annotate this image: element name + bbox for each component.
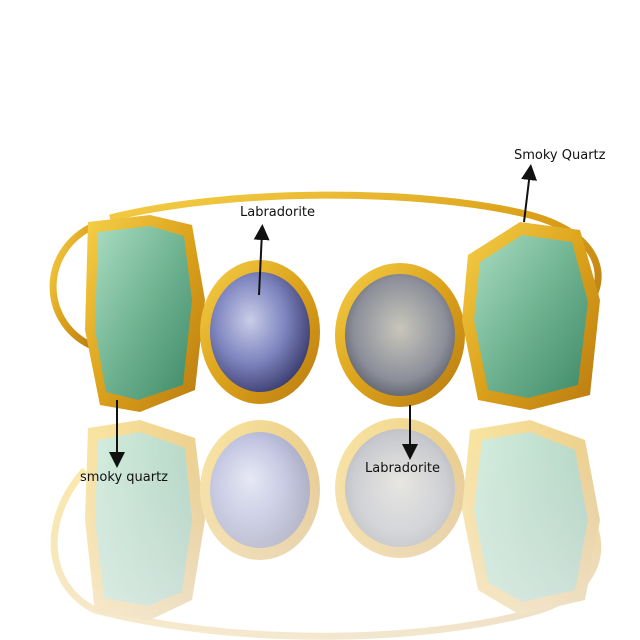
smoky-quartz-left <box>95 226 192 400</box>
arrow-labradorite-top <box>253 224 270 296</box>
label-smoky-quartz-top: Smoky Quartz <box>514 148 606 163</box>
arrow-smoky-quartz-top <box>521 164 537 223</box>
bangle-reflection <box>0 418 640 640</box>
bangle <box>49 191 602 412</box>
smoky-quartz-right <box>474 235 588 398</box>
label-smoky-quartz-bottom: smoky quartz <box>80 470 169 485</box>
label-labradorite-bottom: Labradorite <box>365 461 441 476</box>
labradorite-right <box>345 274 455 396</box>
labradorite-left <box>210 272 310 392</box>
label-labradorite-top: Labradorite <box>240 205 316 220</box>
